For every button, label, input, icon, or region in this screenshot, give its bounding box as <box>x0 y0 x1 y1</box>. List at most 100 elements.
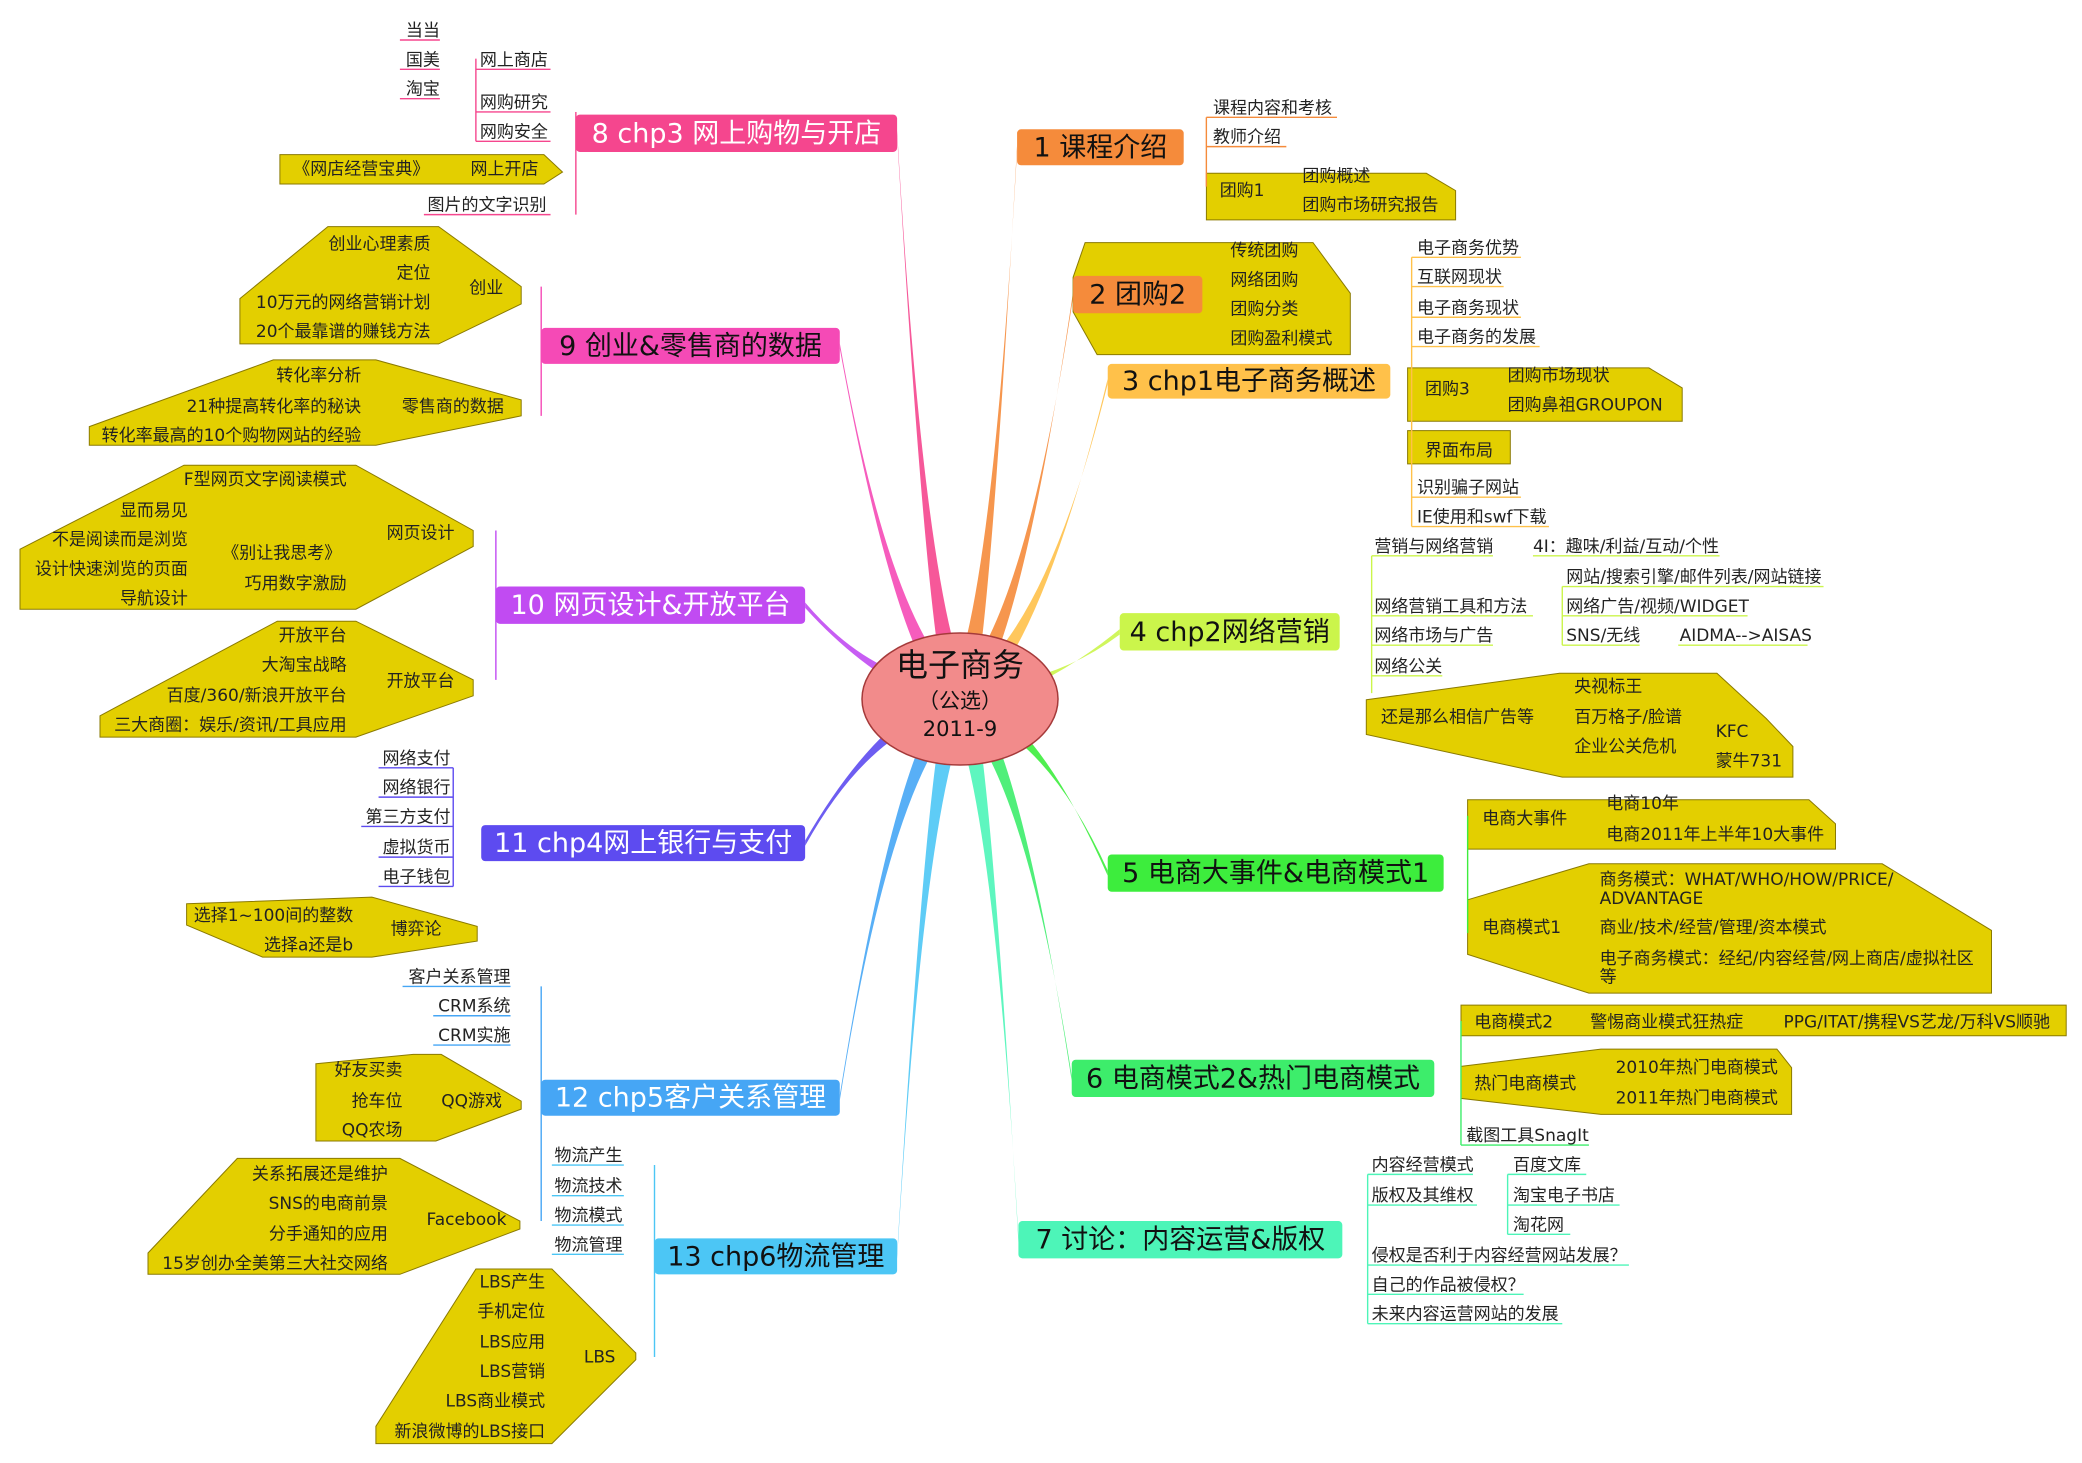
branch-topic-b7[interactable]: 7 讨论：内容运营&版权 <box>1018 1221 1343 1259</box>
sub-topic-label: 网购安全 <box>480 122 548 142</box>
branch-topic-b9[interactable]: 9 创业&零售商的数据 <box>541 327 840 364</box>
branch-topic-b6[interactable]: 6 电商模式2&热门电商模式 <box>1071 1059 1435 1098</box>
note-box <box>1407 430 1511 465</box>
sub-topic-label: 电子商务优势 <box>1417 238 1519 258</box>
sub-topic-label: 网络支付 <box>383 749 451 769</box>
branch-topic-box[interactable] <box>1073 275 1203 314</box>
branch-topic-b11[interactable]: 11 chp4网上银行与支付 <box>481 825 806 862</box>
sub-topic-label: 百万格子/脸谱 <box>1574 707 1682 727</box>
connector-b1 <box>946 144 1018 700</box>
sub-topic-label: 界面布局 <box>1425 441 1493 461</box>
sub-topic-label: 当当 <box>406 21 440 41</box>
branch-topic-b10[interactable]: 10 网页设计&开放平台 <box>495 586 806 624</box>
sub-topic-label: 未来内容运营网站的发展 <box>1372 1305 1559 1325</box>
branch-topic-box[interactable] <box>495 586 806 624</box>
sub-topic-label: 淘宝 <box>406 80 440 100</box>
branch-topic-label: 9 创业&零售商的数据 <box>559 331 822 362</box>
branch-topic-label: 8 chp3 网上购物与开店 <box>592 118 882 149</box>
sub-topic-label: 商业/技术/经营/管理/资本模式 <box>1600 918 1827 938</box>
central-topic-title: 电子商务 <box>896 646 1024 684</box>
sub-topic-label: SNS的电商前景 <box>269 1194 388 1214</box>
sub-topic-label: 物流模式 <box>555 1206 623 1226</box>
sub-topic-label: KFC <box>1716 722 1749 742</box>
sub-topic-label: LBS <box>584 1347 616 1367</box>
sub-topic-label: QQ农场 <box>342 1121 403 1141</box>
note-box <box>1072 242 1351 356</box>
central-topic[interactable]: 电子商务 （公选） 2011-9 <box>861 632 1059 766</box>
sub-topic-label: 央视标王 <box>1574 677 1642 697</box>
branch-topic-box[interactable] <box>1071 1059 1435 1098</box>
sub-topic-label: 《别让我思考》 <box>222 544 341 564</box>
sub-topic-label: 定位 <box>397 264 431 284</box>
sub-topic-label: 设计快速浏览的页面 <box>35 560 188 580</box>
connector-b7 <box>946 697 1019 1243</box>
sub-topic-label: 网页设计 <box>387 524 455 544</box>
sub-topic-label: 选择1~100间的整数 <box>194 906 354 926</box>
sub-topic-label: 热门电商模式 <box>1474 1074 1576 1094</box>
sub-topic-label: 侵权是否利于内容经营网站发展？ <box>1372 1246 1627 1266</box>
sub-topic-label: 淘花网 <box>1513 1215 1564 1235</box>
branch-topic-box[interactable] <box>1018 1221 1343 1259</box>
sub-topic-label: 警惕商业模式狂热症 <box>1590 1013 1743 1033</box>
note-box <box>1365 672 1794 778</box>
sub-topic-label: 《网店经营宝典》 <box>293 160 429 180</box>
branch-topic-box[interactable] <box>481 825 806 862</box>
branch-topic-label: 4 chp2网络营销 <box>1130 617 1330 648</box>
note-box <box>1467 863 1992 994</box>
branch-topic-b1[interactable]: 1 课程介绍 <box>1017 129 1184 166</box>
sub-topic-label: 营销与网络营销 <box>1374 537 1493 557</box>
branch-topic-b5[interactable]: 5 电商大事件&电商模式1 <box>1107 854 1444 892</box>
sub-topic-label: 电子钱包 <box>383 867 451 887</box>
sub-topic-label: Facebook <box>427 1210 507 1230</box>
sub-topic-label: 物流技术 <box>555 1177 623 1197</box>
sub-topic-label: AIDMA-->AISAS <box>1680 626 1812 646</box>
branch-topic-box[interactable] <box>1107 363 1391 399</box>
branch-topic-b3[interactable]: 3 chp1电子商务概述 <box>1107 363 1391 399</box>
sub-topic-label: 蒙牛731 <box>1716 751 1782 771</box>
branch-topic-box[interactable] <box>1119 613 1340 651</box>
branch-topic-b12[interactable]: 12 chp5客户关系管理 <box>541 1079 840 1116</box>
sub-topic-label: IE使用和swf下载 <box>1417 507 1547 528</box>
branch-topic-b2[interactable]: 2 团购2 <box>1073 275 1203 314</box>
branch-topic-b13[interactable]: 13 chp6物流管理 <box>654 1238 898 1275</box>
note-box <box>19 464 474 610</box>
central-topic-shape[interactable] <box>861 632 1059 766</box>
sub-topic-label: 团购分类 <box>1230 300 1298 320</box>
branch-topic-b4[interactable]: 4 chp2网络营销 <box>1119 613 1340 651</box>
branch-topic-box[interactable] <box>541 327 840 364</box>
sub-topic-label: 2011年热门电商模式 <box>1616 1089 1778 1109</box>
sub-topic-label: 传统团购 <box>1230 241 1298 261</box>
branch-topic-label: 5 电商大事件&电商模式1 <box>1122 858 1429 889</box>
branch-topic-label: 6 电商模式2&热门电商模式 <box>1086 1063 1420 1094</box>
sub-topic-label: PPG/ITAT/携程VS艺龙/万科VS顺驰 <box>1784 1013 2050 1033</box>
sub-topic-label: 20个最靠谱的赚钱方法 <box>256 322 431 342</box>
sub-topic-label: 物流产生 <box>555 1146 623 1166</box>
sub-topic-label: 2010年热门电商模式 <box>1616 1058 1778 1078</box>
sub-topic-label: 抢车位 <box>352 1091 403 1111</box>
sub-topic-label: 关系拓展还是维护 <box>252 1165 388 1185</box>
note-box <box>88 359 522 446</box>
sub-topic-label: LBS产生 <box>480 1273 546 1293</box>
branch-topic-label: 2 团购2 <box>1089 280 1186 311</box>
sub-topic-label: 创业 <box>469 278 503 298</box>
branch-topic-box[interactable] <box>654 1238 898 1275</box>
sub-topic-label: 博弈论 <box>391 919 442 939</box>
sub-topic-label: 开放平台 <box>279 626 347 646</box>
sub-topic-label: CRM实施 <box>438 1026 510 1046</box>
sub-topic-label: F型网页文字阅读模式 <box>184 470 347 490</box>
note-box <box>375 1268 637 1445</box>
branch-topic-label: 7 讨论：内容运营&版权 <box>1035 1225 1325 1256</box>
branch-topic-box[interactable] <box>1017 129 1184 166</box>
sub-topic-label: 网络团购 <box>1230 270 1298 290</box>
branch-topic-b8[interactable]: 8 chp3 网上购物与开店 <box>575 114 898 152</box>
sub-topic-label: 大淘宝战略 <box>262 655 347 675</box>
branch-topic-box[interactable] <box>575 114 898 152</box>
sub-topic-label: 三大商圈：娱乐/资讯/工具应用 <box>114 715 346 735</box>
sub-topic-label: 电子商务现状 <box>1417 298 1519 318</box>
sub-topic-label: 网络市场与广告 <box>1374 626 1493 646</box>
branch-topic-box[interactable] <box>541 1079 840 1116</box>
sub-topic-label: QQ游戏 <box>441 1091 502 1111</box>
branch-topic-box[interactable] <box>1107 854 1444 892</box>
sub-topic-label: 课程内容和考核 <box>1213 98 1332 118</box>
